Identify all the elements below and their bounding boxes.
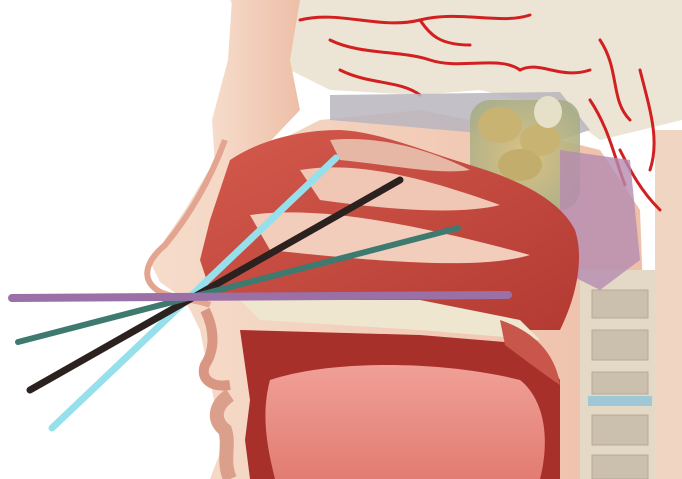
oral-cavity (240, 320, 560, 479)
purple-probe (12, 295, 508, 298)
tongue (265, 365, 544, 479)
disc-highlight (588, 396, 652, 406)
